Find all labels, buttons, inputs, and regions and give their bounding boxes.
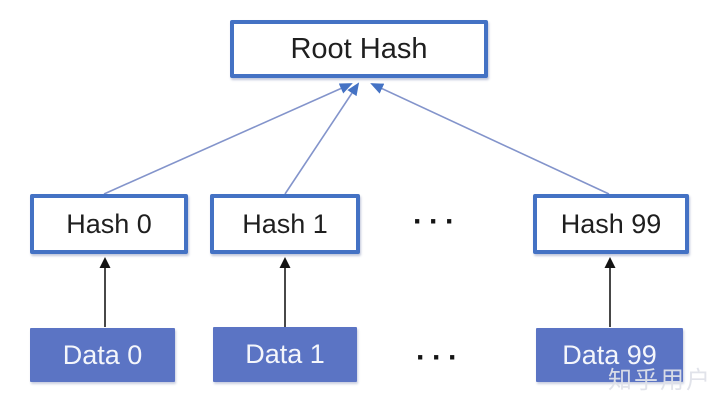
node-hash-99: Hash 99 bbox=[533, 194, 689, 254]
zhihu-user-watermark: 知乎用户 bbox=[608, 367, 712, 394]
edge-hash1-root bbox=[284, 82, 360, 195]
edge-hash0-root bbox=[103, 83, 353, 195]
node-data-1: Data 1 bbox=[213, 327, 357, 382]
node-data-0: Data 0 bbox=[30, 328, 175, 382]
node-hash-1-label: Hash 1 bbox=[242, 208, 328, 239]
node-hash-0-label: Hash 0 bbox=[66, 208, 152, 239]
edge-hash99-root bbox=[370, 83, 610, 195]
node-root-hash-label: Root Hash bbox=[290, 32, 428, 65]
node-root-hash: Root Hash bbox=[230, 20, 488, 78]
data-row-ellipsis: ··· bbox=[416, 341, 464, 374]
node-data-1-label: Data 1 bbox=[245, 339, 325, 369]
node-data-0-label: Data 0 bbox=[62, 339, 143, 370]
node-hash-0: Hash 0 bbox=[30, 194, 188, 254]
hash-row-ellipsis: ··· bbox=[413, 205, 461, 238]
node-hash-99-label: Hash 99 bbox=[560, 208, 662, 239]
node-hash-1: Hash 1 bbox=[210, 194, 360, 254]
node-data-99: Data 99 bbox=[536, 328, 683, 382]
node-data-99-label: Data 99 bbox=[562, 339, 657, 370]
